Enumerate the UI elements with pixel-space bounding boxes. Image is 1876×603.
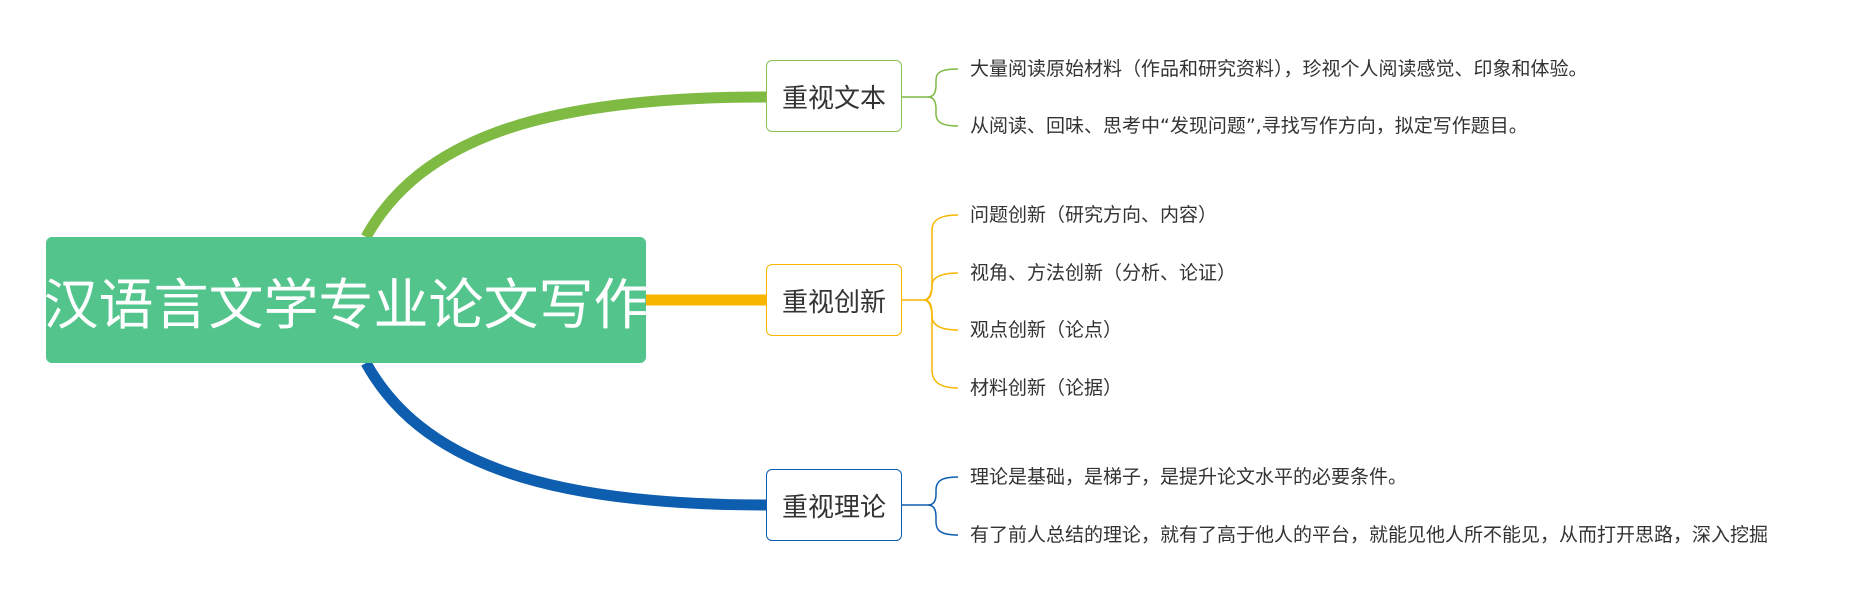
leaf-innovation-2: 视角、方法创新（分析、论证） xyxy=(970,262,1237,284)
connector-text-branch xyxy=(361,91,767,240)
branch-innovation: 重视创新 xyxy=(766,264,902,336)
leaf-bracket-theory xyxy=(902,476,959,536)
leaf-innovation-4: 材料创新（论据） xyxy=(970,377,1123,399)
leaf-innovation-3: 观点创新（论点） xyxy=(970,319,1123,341)
leaf-theory-1: 理论是基础，是梯子，是提升论文水平的必要条件。 xyxy=(970,466,1408,488)
connector-theory-branch xyxy=(361,360,767,511)
leaf-text-1: 大量阅读原始材料（作品和研究资料），珍视个人阅读感觉、印象和体验。 xyxy=(970,58,1588,80)
leaf-innovation-1: 问题创新（研究方向、内容） xyxy=(970,204,1218,226)
branch-text: 重视文本 xyxy=(766,60,902,132)
leaf-bracket-innovation xyxy=(902,214,959,389)
branch-theory: 重视理论 xyxy=(766,469,902,541)
root-topic: 汉语言文学专业论文写作 xyxy=(44,237,649,363)
leaf-bracket-text xyxy=(902,68,959,127)
leaf-theory-2: 有了前人总结的理论，就有了高于他人的平台，就能见他人所不能见，从而打开思路，深入… xyxy=(970,524,1769,546)
leaf-text-2: 从阅读、回味、思考中“发现问题”,寻找写作方向，拟定写作题目。 xyxy=(970,115,1528,137)
